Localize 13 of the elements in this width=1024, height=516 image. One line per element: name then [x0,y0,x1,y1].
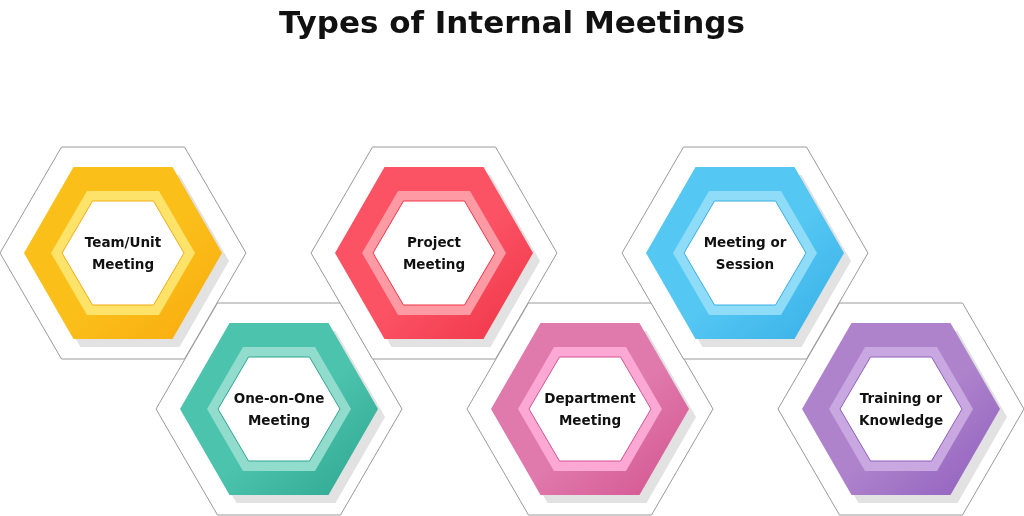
hexagon-card [335,167,533,339]
node-label: Meeting or Session [702,233,788,274]
node-label: Team/Unit Meeting [83,233,163,274]
title: Types of Internal Meetings [279,4,745,40]
hexagon-card [180,323,378,495]
node-label: Project Meeting [401,233,467,274]
hexagon-card [24,167,222,339]
hexagon-card [646,167,844,339]
hexagon-card [491,323,689,495]
node-label: Department Meeting [543,389,637,430]
node-label: Training or Knowledge [857,389,945,430]
node-label: One-on-One Meeting [232,389,326,430]
hexagon-card [802,323,1000,495]
